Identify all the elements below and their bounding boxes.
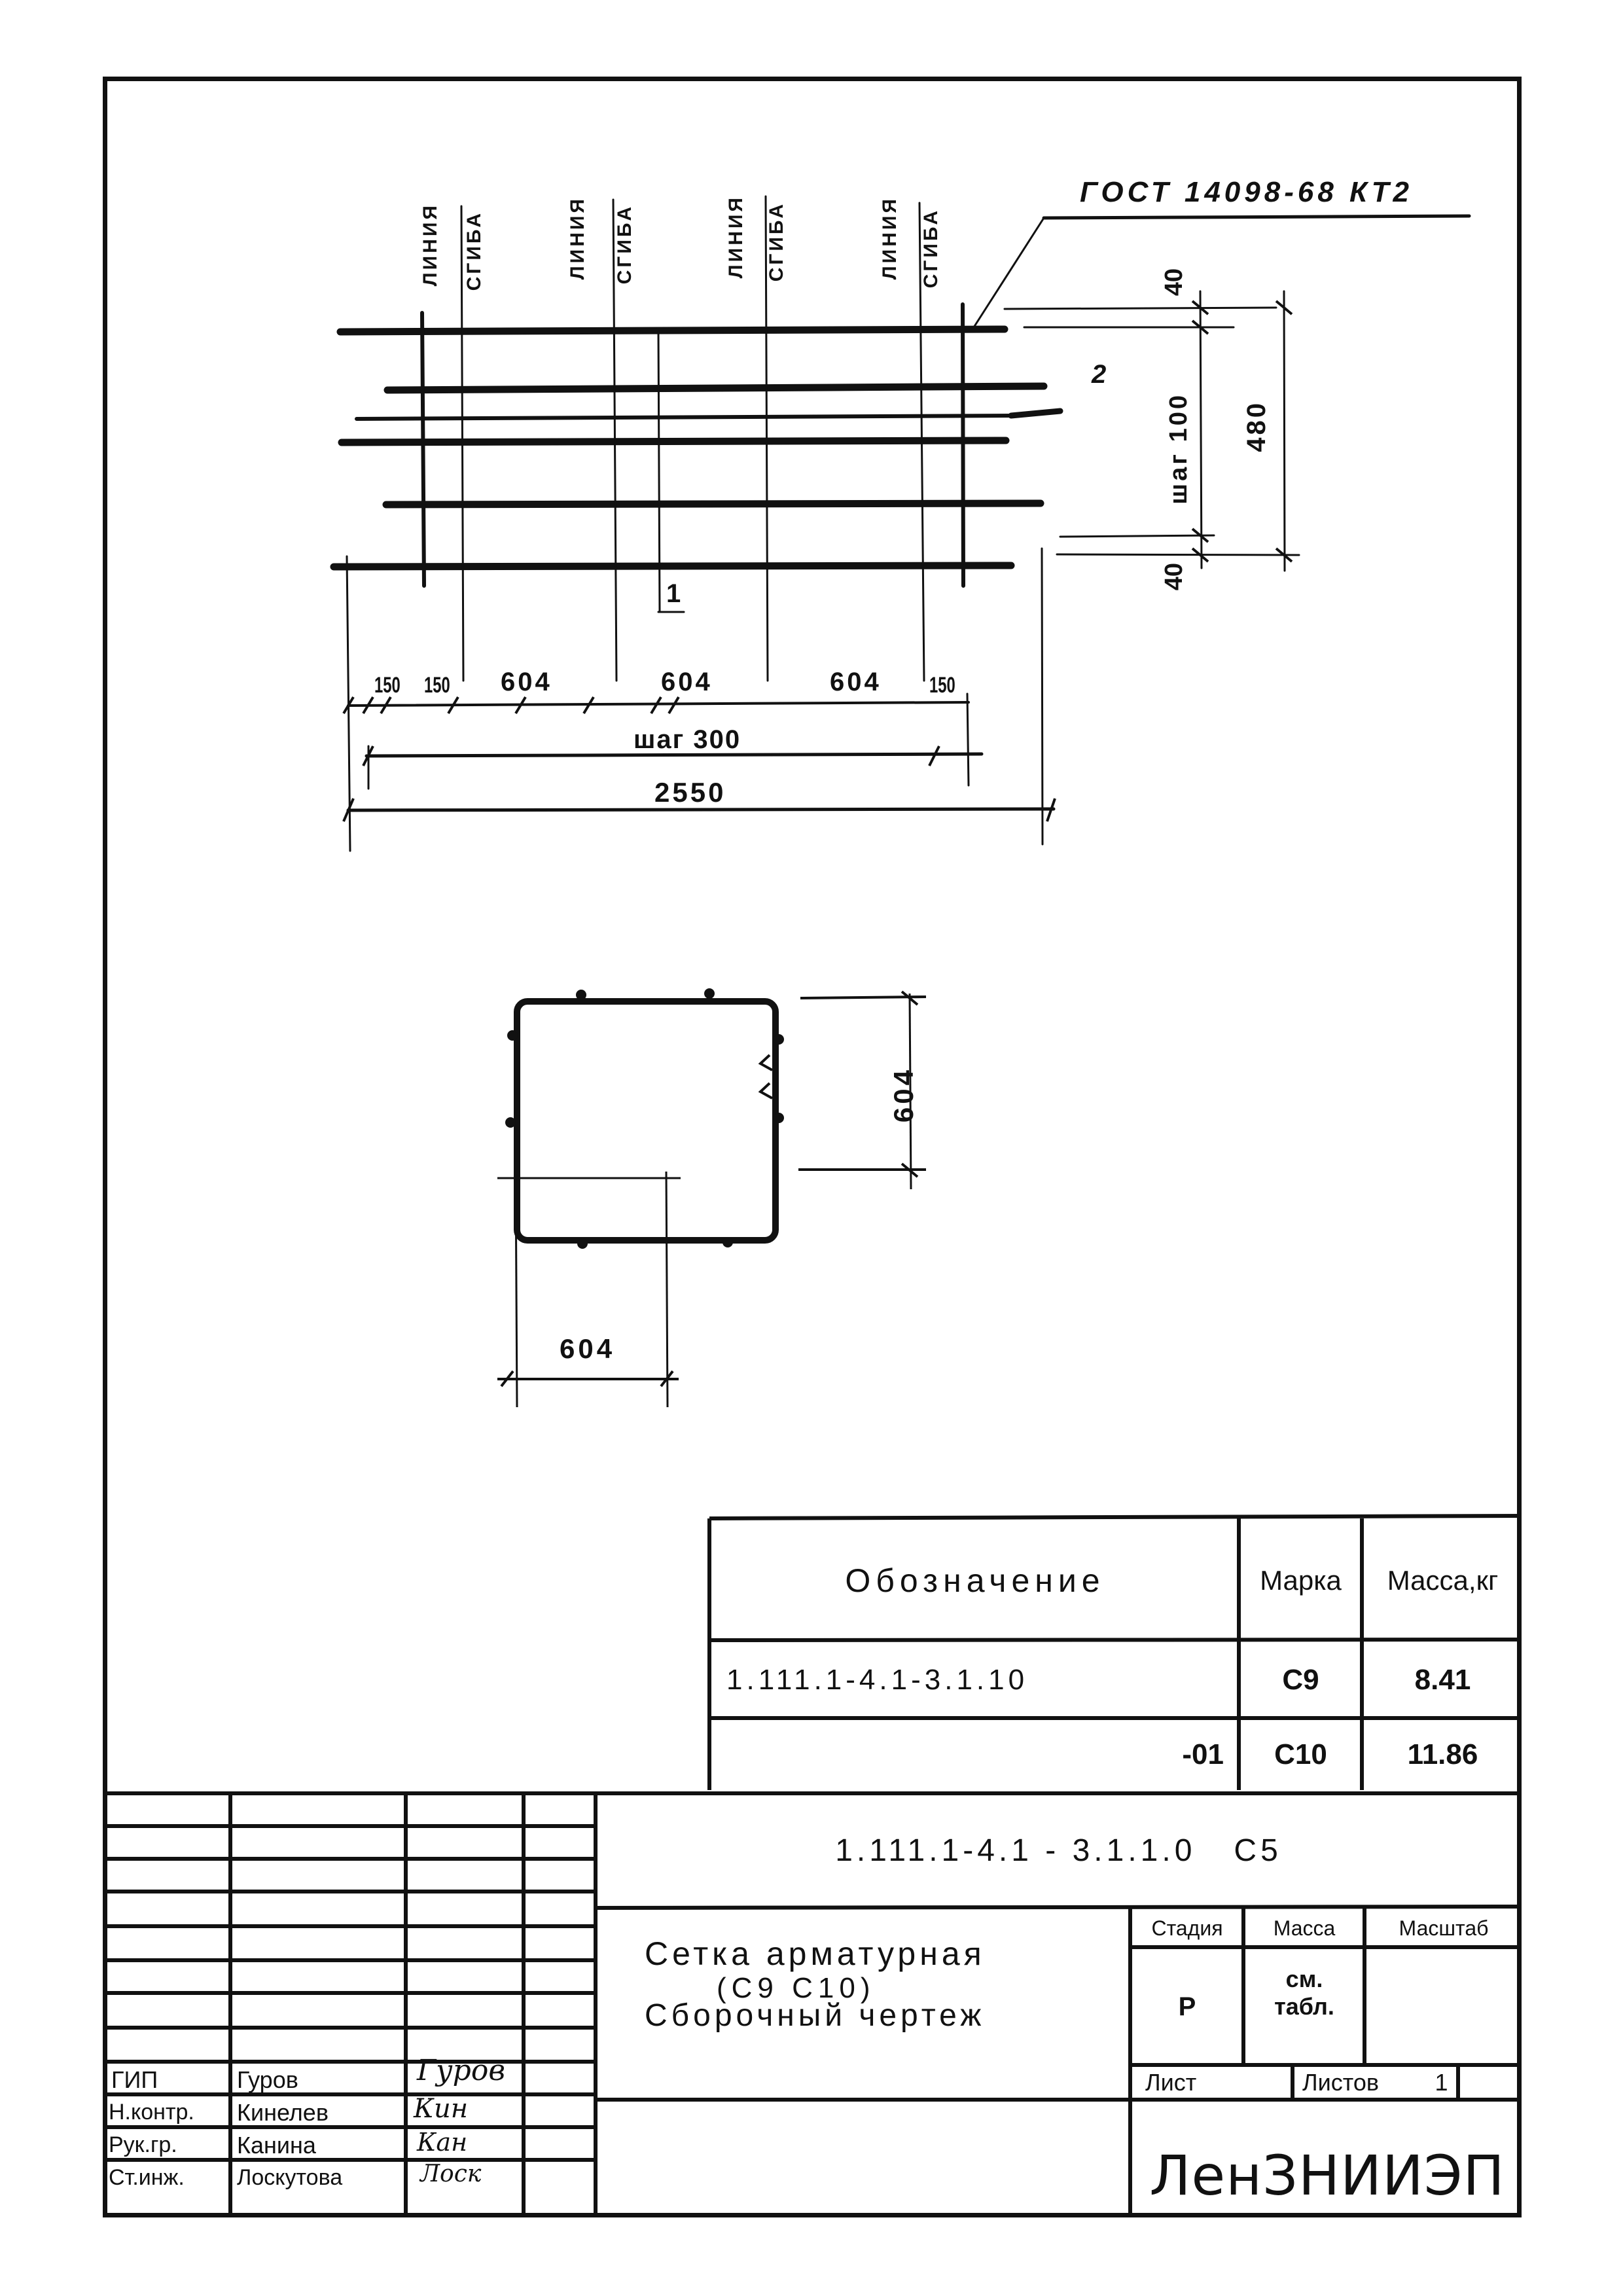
dim-604-b: 604 bbox=[661, 668, 713, 696]
dim-150-c: 150 bbox=[929, 673, 955, 698]
spec-header-designation: Обозначение bbox=[845, 1562, 1105, 1599]
drawing-title: Сетка арматурная (С9 С10) Сборочный черт… bbox=[645, 1937, 1122, 2032]
bend-line-label-1b: СГИБА bbox=[463, 211, 485, 291]
title-line-1: Сетка арматурная bbox=[645, 1935, 986, 1972]
position-marker-1: 1 bbox=[666, 579, 681, 608]
scale-header: Масштаб bbox=[1399, 1916, 1489, 1940]
sheet-label: Лист bbox=[1145, 2069, 1197, 2096]
dim-top-40: 40 bbox=[1160, 268, 1188, 296]
dim-150-a: 150 bbox=[374, 673, 401, 698]
organization-name: ЛенЗНИИЭП bbox=[1149, 2144, 1505, 2208]
stage-header: Стадия bbox=[1151, 1916, 1223, 1940]
signature-role: Н.контр. bbox=[109, 2100, 194, 2125]
position-marker-2: 2 bbox=[1092, 360, 1107, 389]
bend-line-label-4a: ЛИНИЯ bbox=[879, 196, 901, 280]
title-line-2: (С9 С10) bbox=[717, 1972, 876, 2004]
signature-name: Канина bbox=[237, 2132, 316, 2159]
signature-name: Гуров bbox=[237, 2066, 298, 2093]
bend-line-label-1: ЛИНИЯ bbox=[419, 203, 441, 287]
section-width-604: 604 bbox=[560, 1333, 616, 1364]
bend-line-label-2a: ЛИНИЯ bbox=[567, 196, 588, 280]
dim-pitch-100: шаг 100 bbox=[1165, 393, 1192, 505]
spec-header-mass: Масса,кг bbox=[1387, 1565, 1499, 1596]
bend-line-label-4b: СГИБА bbox=[920, 208, 942, 289]
drawing-frame bbox=[103, 77, 1522, 2217]
signature-role: ГИП bbox=[111, 2066, 158, 2093]
signature-row-4: Ст.инж. Лоскутова Лоск bbox=[106, 2161, 594, 2214]
gost-label: ГОСТ 14098-68 КТ2 bbox=[1080, 176, 1413, 208]
dim-pitch-300: шаг 300 bbox=[633, 725, 741, 754]
sheets-label: Листов bbox=[1302, 2069, 1379, 2096]
dim-604-c: 604 bbox=[830, 668, 882, 696]
spec-row-2-mark: С10 bbox=[1274, 1738, 1327, 1770]
signature-name: Лоскутова bbox=[237, 2165, 343, 2190]
scale-value bbox=[1366, 1949, 1521, 2064]
stage-value: Р bbox=[1178, 1992, 1196, 2021]
dim-bottom-40: 40 bbox=[1160, 563, 1188, 591]
bend-line-label-2b: СГИБА bbox=[614, 204, 635, 285]
bend-line-label-3b: СГИБА bbox=[766, 202, 787, 282]
signature-name: Кинелев bbox=[237, 2099, 329, 2126]
handwritten-signature: Лоск bbox=[420, 2161, 482, 2187]
signature-row-2: Н.контр. Кинелев Кин bbox=[106, 2096, 594, 2127]
spec-row-2-mass: 11.86 bbox=[1407, 1738, 1478, 1770]
spec-row-2-designation: -01 bbox=[1182, 1738, 1224, 1770]
document-code: 1.111.1-4.1 - 3.1.1.0 С5 bbox=[835, 1833, 1282, 1868]
sheets-count: 1 bbox=[1435, 2069, 1448, 2096]
signature-row-3: Рук.гр. Канина Кан bbox=[106, 2128, 594, 2160]
spec-header-mark: Марка bbox=[1260, 1565, 1342, 1596]
dim-overall-2550: 2550 bbox=[654, 777, 726, 808]
signature-role: Рук.гр. bbox=[109, 2132, 177, 2157]
spec-row-1-mark: С9 bbox=[1282, 1663, 1319, 1696]
dim-150-b: 150 bbox=[424, 673, 450, 698]
dim-overall-480: 480 bbox=[1242, 401, 1271, 452]
handwritten-signature: Кан bbox=[417, 2128, 468, 2157]
signature-row-1: ГИП Гуров Гуров bbox=[106, 2056, 594, 2094]
mass-header: Масса bbox=[1273, 1916, 1336, 1940]
spec-row-1-designation: 1.111.1-4.1-3.1.10 bbox=[726, 1663, 1029, 1696]
spec-row-1-mass: 8.41 bbox=[1414, 1663, 1471, 1696]
dim-604-a: 604 bbox=[501, 668, 552, 696]
handwritten-signature: Кин bbox=[414, 2094, 469, 2124]
signature-role: Ст.инж. bbox=[109, 2165, 185, 2190]
title-line-3: Сборочный чертеж bbox=[645, 1998, 986, 2033]
bend-line-label-1-line1: ЛИНИЯ bbox=[419, 203, 441, 287]
bend-line-label-3a: ЛИНИЯ bbox=[725, 195, 747, 279]
mass-value: см. табл. bbox=[1274, 1965, 1334, 2020]
section-height-604: 604 bbox=[888, 1067, 919, 1123]
handwritten-signature: Гуров bbox=[417, 2054, 505, 2087]
